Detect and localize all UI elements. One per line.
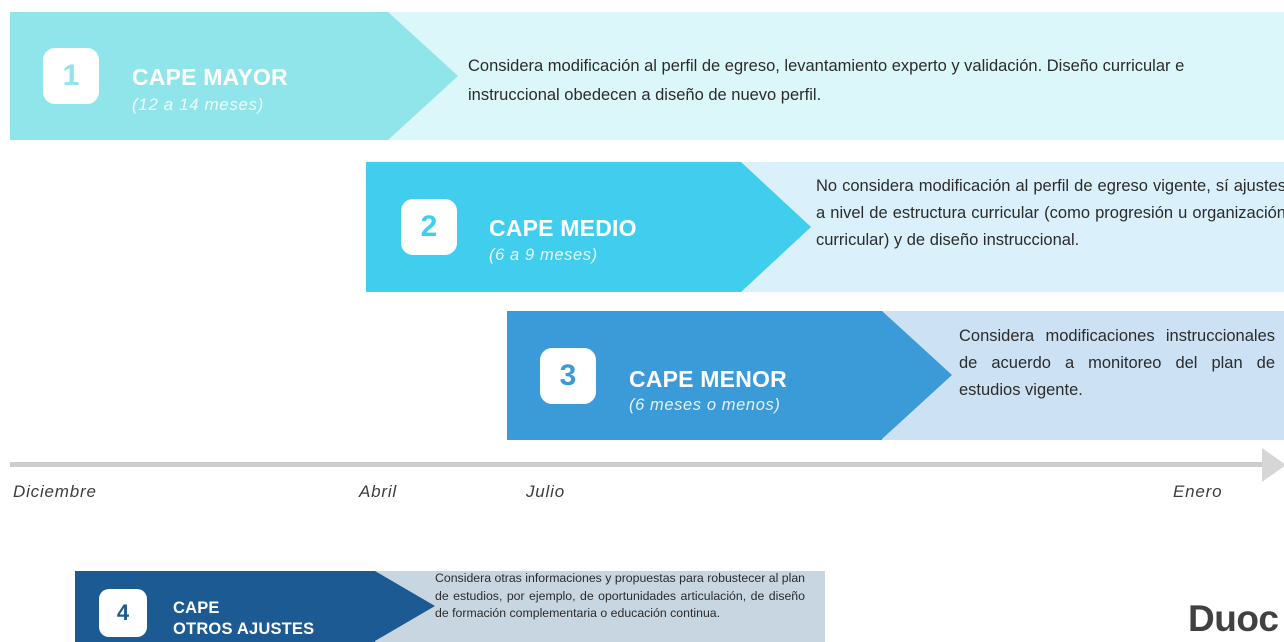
stage-4-header: 4 CAPE OTROS AJUSTES <box>75 571 375 642</box>
stage-1-cape-mayor: 1 CAPE MAYOR (12 a 14 meses) Considera m… <box>10 12 1284 140</box>
stage-2-description-panel: No considera modificación al perfil de e… <box>741 162 1284 292</box>
month-label-enero: Enero <box>1173 482 1223 501</box>
month-label-abril: Abril <box>359 482 398 501</box>
stage-1-duration: (12 a 14 meses) <box>132 95 264 114</box>
stage-4-title: CAPE OTROS AJUSTES <box>173 598 314 640</box>
stage-2-description: No considera modificación al perfil de e… <box>816 177 1284 249</box>
stage-2-arrow-shape <box>741 162 811 292</box>
stage-4-description: Considera otras informaciones y propuest… <box>435 571 805 620</box>
month-label-julio: Julio <box>526 482 565 501</box>
stage-3-description-panel: Considera modificaciones instruccionales… <box>882 311 1284 440</box>
stage-1-number-badge: 1 <box>43 48 99 104</box>
stage-1-description-panel: Considera modificación al perfil de egre… <box>388 12 1284 140</box>
stage-4-cape-otros-ajustes: 4 CAPE OTROS AJUSTES Considera otras inf… <box>75 571 825 642</box>
stage-2-title: CAPE MEDIO <box>489 215 637 241</box>
stage-3-number-badge: 3 <box>540 348 596 404</box>
stage-2-number-badge: 2 <box>401 199 457 255</box>
timeline-line <box>10 462 1266 467</box>
stage-4-title-line-2: OTROS AJUSTES <box>173 620 315 638</box>
stage-4-description-panel: Considera otras informaciones y propuest… <box>375 571 825 642</box>
stage-1-title: CAPE MAYOR <box>132 64 288 90</box>
stage-3-header: 3 CAPE MENOR (6 meses o menos) <box>507 311 882 440</box>
stage-2-cape-medio: 2 CAPE MEDIO (6 a 9 meses) No considera … <box>366 162 1284 292</box>
stage-1-description: Considera modificación al perfil de egre… <box>468 57 1185 104</box>
stage-2-duration: (6 a 9 meses) <box>489 246 598 264</box>
stage-4-arrow-shape <box>375 571 435 641</box>
stage-3-arrow-shape <box>882 311 952 439</box>
stage-4-number-badge: 4 <box>99 589 147 637</box>
stage-4-title-line-1: CAPE <box>173 599 220 617</box>
stage-3-title: CAPE MENOR <box>629 366 787 392</box>
timeline-arrow-icon <box>1262 448 1284 482</box>
stage-3-description: Considera modificaciones instruccionales… <box>959 327 1275 399</box>
stage-3-cape-menor: 3 CAPE MENOR (6 meses o menos) Considera… <box>507 311 1284 440</box>
stage-1-arrow-shape <box>388 12 458 140</box>
stage-3-duration: (6 meses o menos) <box>629 396 781 414</box>
month-label-diciembre: Diciembre <box>13 482 97 501</box>
duoc-logo: Duoc <box>1188 598 1279 639</box>
stage-1-header: 1 CAPE MAYOR (12 a 14 meses) <box>10 12 388 140</box>
stage-2-header: 2 CAPE MEDIO (6 a 9 meses) <box>366 162 741 292</box>
